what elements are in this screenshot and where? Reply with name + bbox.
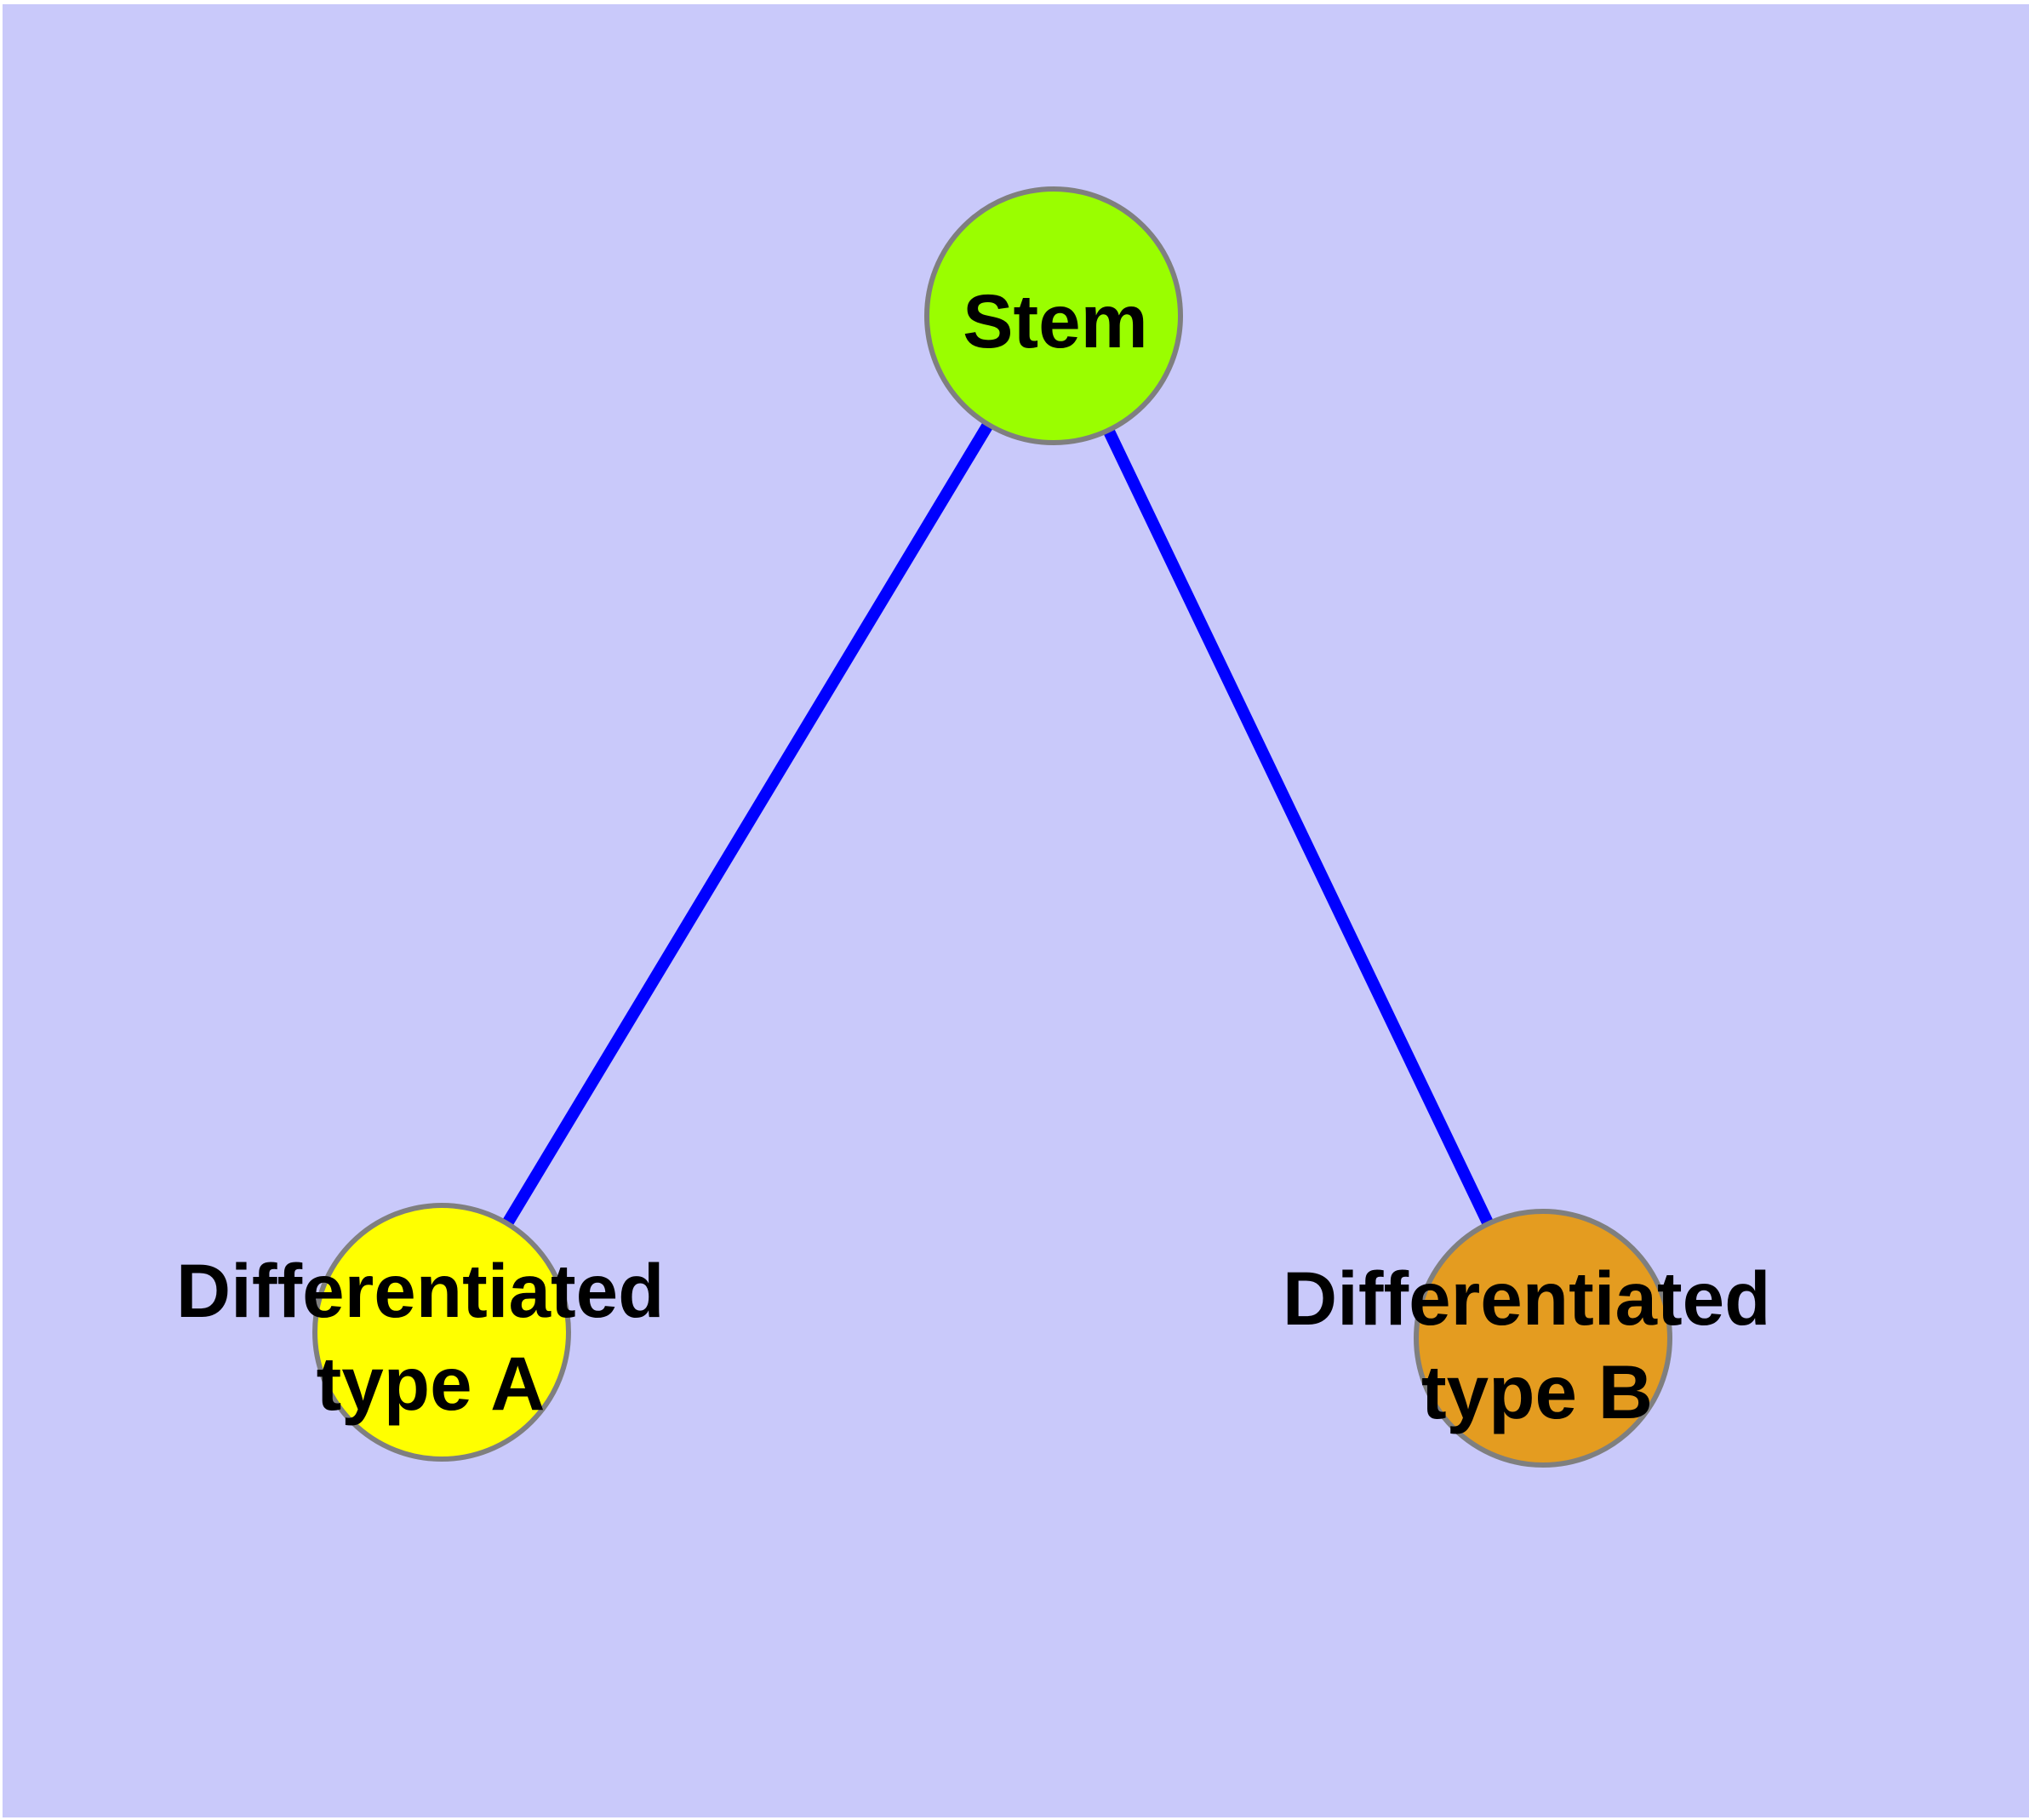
node-type-b-label: Differentiated type B [1283,1256,1792,1434]
node-type-a-label: Differentiated type A [176,1248,685,1426]
edge-stem-to-type-b [1048,312,1549,1342]
node-type-a-label-line2: type A [317,1341,546,1426]
edge-stem-to-type-a [437,312,1059,1336]
node-type-b-label-line1: Differentiated [1283,1256,1771,1341]
node-differentiated-type-a [312,1203,571,1462]
node-stem-label: Stem [963,278,1148,363]
node-stem [924,186,1183,445]
node-differentiated-type-b [1414,1209,1672,1468]
node-type-a-label-line1: Differentiated [176,1248,665,1333]
node-type-b-label-line2: type B [1421,1349,1653,1434]
